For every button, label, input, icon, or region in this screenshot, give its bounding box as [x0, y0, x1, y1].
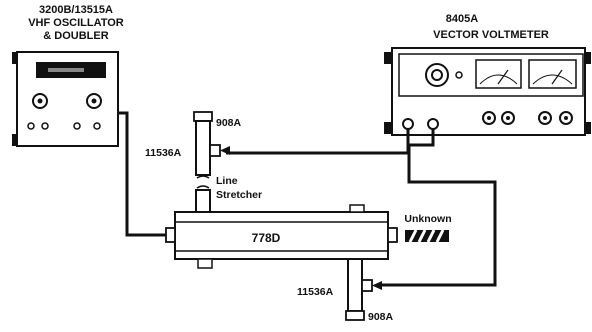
unknown-label: Unknown	[404, 213, 451, 225]
voltmeter-handle-top-right	[585, 52, 591, 64]
lower-tee-side-port	[361, 279, 373, 292]
upper-tee-assembly: 908A 11536A Line Stretcher	[145, 111, 262, 213]
coupler-model-label: 778D	[252, 231, 281, 245]
coupler-input-port	[165, 227, 176, 243]
upper-11536a-tee	[195, 120, 211, 176]
dual-directional-coupler: 778D	[165, 204, 398, 269]
amplitude-meter-needle	[497, 69, 509, 85]
voltmeter-body	[391, 47, 586, 136]
channel-a-cable	[226, 129, 410, 155]
vector-voltmeter-instrument: 8405A VECTOR VOLTMETER	[384, 13, 591, 136]
oscillator-handle-top	[12, 52, 18, 64]
coupler-top-port	[349, 204, 365, 213]
voltmeter-control-knob	[538, 111, 552, 125]
oscillator-name-label: VHF OSCILLATOR	[28, 17, 124, 29]
upper-tee-label: 11536A	[145, 147, 182, 159]
oscillator-model-label: 3200B/13515A	[39, 4, 113, 16]
lower-tee-assembly: 11536A 908A	[297, 258, 394, 323]
oscillator-connector	[27, 122, 35, 130]
oscillator-connector	[41, 122, 49, 130]
voltmeter-handle-bottom-right	[585, 122, 591, 134]
upper-tee-side-port	[209, 144, 221, 157]
voltmeter-control-knob	[501, 111, 515, 125]
voltmeter-small-knob	[455, 71, 463, 79]
oscillator-handle-bottom	[12, 134, 18, 146]
oscillator-knob-right	[86, 93, 102, 109]
voltmeter-range-knob	[425, 63, 449, 87]
measurement-cables	[220, 129, 497, 290]
channel-b-arrow-icon	[372, 281, 382, 290]
oscillator-knob-left	[32, 93, 48, 109]
line-stretcher-label-line1: Line	[216, 175, 238, 187]
voltmeter-handle-bottom	[384, 122, 392, 134]
unknown-device-hatching	[408, 229, 445, 243]
voltmeter-model-label: 8405A	[446, 13, 478, 25]
oscillator-doubler-label: & DOUBLER	[43, 30, 108, 42]
oscillator-display-digits	[48, 68, 84, 72]
coupler-778d-body	[174, 211, 389, 260]
voltmeter-handle-top	[384, 52, 392, 64]
oscillator-output-cable	[118, 111, 170, 237]
coupler-output-port	[387, 227, 398, 243]
phase-meter-needle	[551, 69, 563, 85]
oscillator-connector	[93, 122, 101, 130]
voltmeter-control-knob	[559, 111, 573, 125]
line-stretcher	[195, 189, 211, 213]
upper-908a-termination	[193, 111, 213, 122]
line-stretcher-label-line2: Stretcher	[216, 189, 262, 201]
channel-a-arrow-icon	[220, 146, 230, 155]
channel-b-cable	[378, 129, 497, 287]
voltmeter-upper-panel	[398, 53, 584, 97]
lower-908a-termination	[345, 310, 365, 321]
lower-termination-label: 908A	[368, 311, 394, 323]
lower-11536a-tee	[347, 258, 363, 312]
lower-tee-label: 11536A	[297, 286, 334, 298]
voltmeter-amplitude-meter	[475, 59, 522, 89]
voltmeter-name-label: VECTOR VOLTMETER	[433, 29, 549, 41]
coupler-bottom-port	[197, 258, 213, 269]
upper-termination-label: 908A	[216, 117, 242, 129]
voltmeter-phase-meter	[528, 59, 577, 89]
unknown-device: Unknown	[404, 213, 452, 243]
oscillator-connector	[73, 122, 81, 130]
voltmeter-control-knob	[482, 111, 496, 125]
oscillator-instrument: 3200B/13515A VHF OSCILLATOR & DOUBLER	[12, 4, 170, 237]
